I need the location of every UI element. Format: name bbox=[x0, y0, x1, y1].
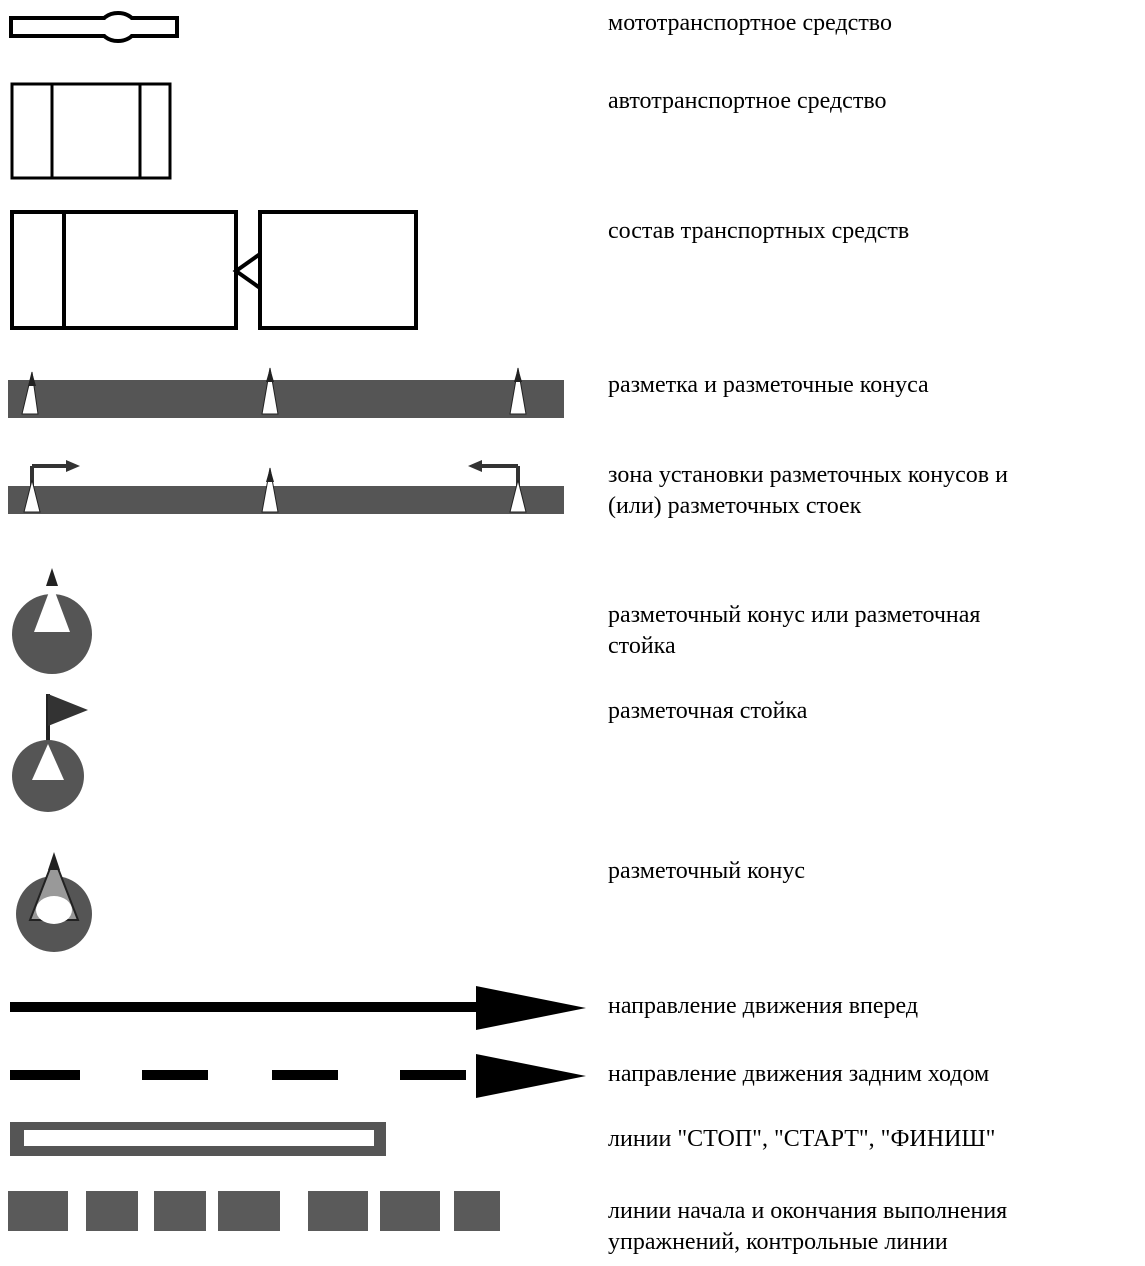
legend-label-reverse: направление движения задним ходом bbox=[608, 1061, 990, 1087]
legend-label-control-lines-line2: упражнений, контрольные линии bbox=[608, 1229, 948, 1255]
legend-label-control-lines-line1: линии начала и окончания выполнения bbox=[608, 1198, 1008, 1224]
legend-label-marking-cone: разметочный конус bbox=[608, 858, 806, 884]
marking-cone-icon bbox=[16, 852, 92, 952]
legend-label-cone-zone-line1: зона установки разметочных конусов и bbox=[608, 462, 1008, 488]
legend-label-motor-vehicle: мототранспортное средство bbox=[608, 10, 892, 36]
legend-label-cone-zone-line2: (или) разметочных стоек bbox=[608, 493, 862, 519]
reverse-arrow-icon bbox=[10, 1054, 586, 1098]
legend-label-cone-or-post-line2: стойка bbox=[608, 633, 676, 659]
legend-label-vehicle-combination: состав транспортных средств bbox=[608, 218, 910, 244]
legend-label-marking-cones: разметка и разметочные конуса bbox=[608, 372, 929, 398]
cone-installation-zone-icon bbox=[8, 460, 564, 514]
legend-label-cone-or-post-line1: разметочный конус или разметочная bbox=[608, 602, 981, 628]
vehicle-combination-icon bbox=[10, 210, 418, 330]
forward-arrow-icon bbox=[10, 986, 586, 1030]
legend-label-stop-start-finish: линии "СТОП", "СТАРТ", "ФИНИШ" bbox=[608, 1126, 996, 1152]
marking-with-cones-icon bbox=[8, 367, 564, 418]
car-icon bbox=[10, 82, 172, 180]
legend-label-car: автотранспортное средство bbox=[608, 88, 887, 114]
stop-start-finish-line-icon bbox=[10, 1122, 386, 1156]
cone-or-post-icon bbox=[12, 568, 92, 674]
marking-post-icon bbox=[12, 694, 88, 812]
legend-label-forward: направление движения вперед bbox=[608, 993, 919, 1019]
legend-label-marking-post: разметочная стойка bbox=[608, 698, 808, 724]
motor-vehicle-icon bbox=[9, 11, 179, 43]
control-line-icon bbox=[8, 1191, 500, 1231]
